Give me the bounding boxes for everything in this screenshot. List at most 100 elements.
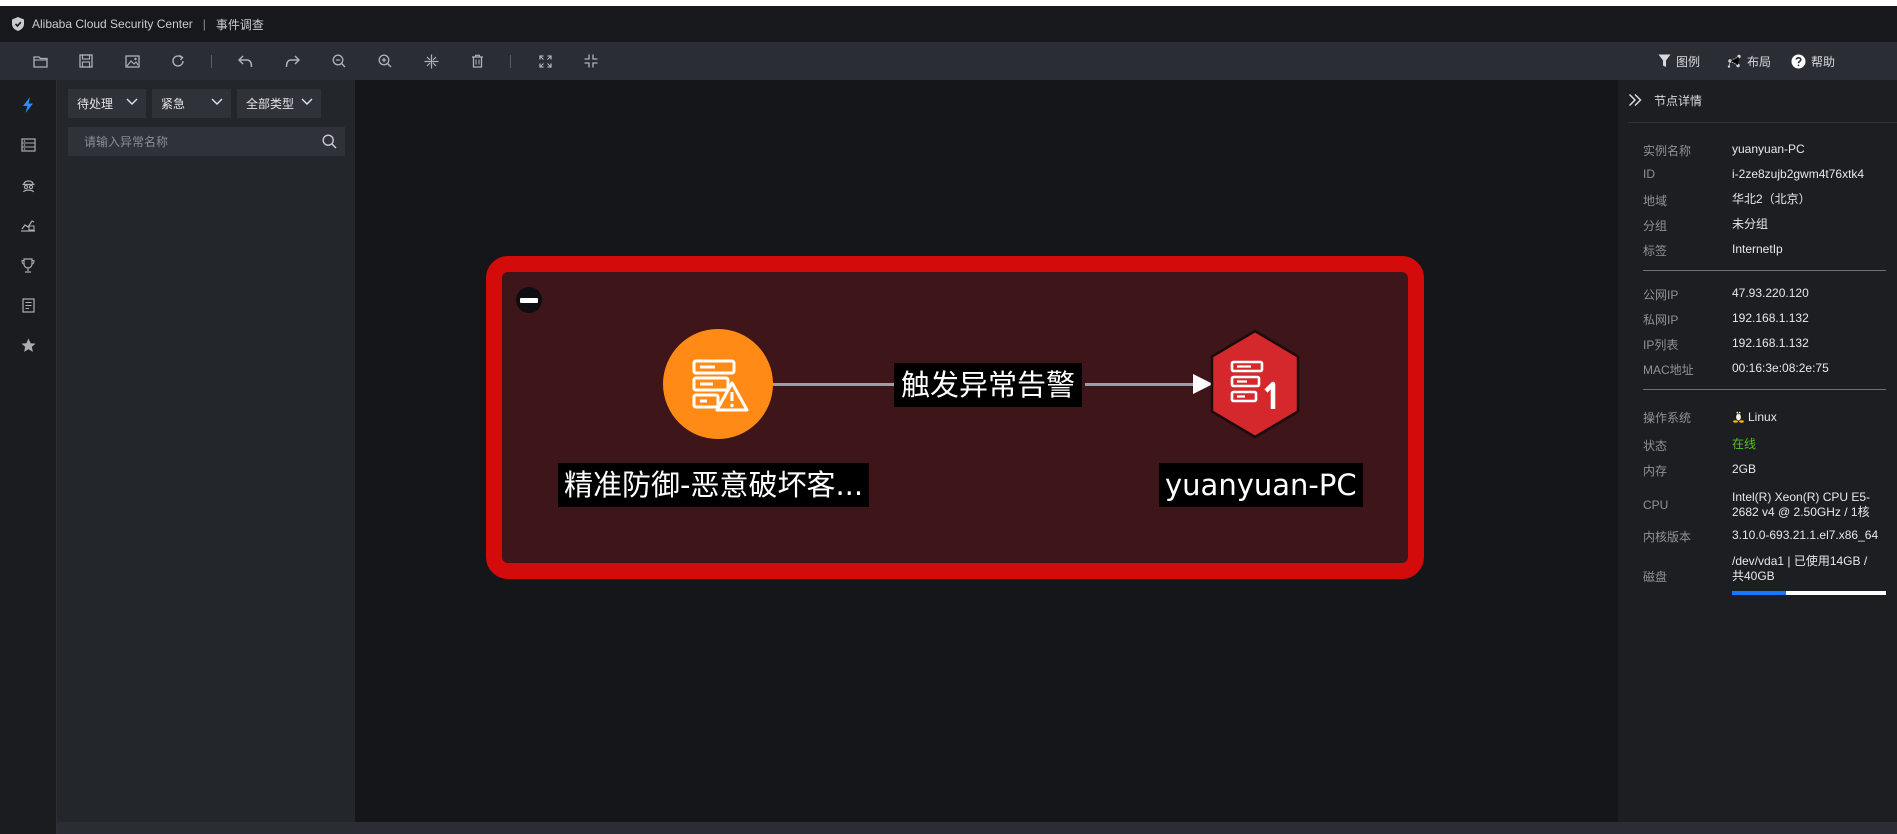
zoom-in-icon[interactable]: [371, 42, 399, 80]
detail-key: 地域: [1643, 194, 1668, 208]
detail-value: InternetIp: [1732, 242, 1783, 256]
detail-value: 3.10.0-693.21.1.el7.x86_64: [1732, 528, 1879, 542]
graph-toolbar: 图例 布局 帮助: [0, 42, 1897, 80]
server-alert-icon: [692, 359, 749, 412]
search-icon[interactable]: [322, 134, 337, 149]
detail-value: 00:16:3e:08:2e:75: [1732, 361, 1829, 375]
severity-dropdown[interactable]: 紧急: [152, 89, 231, 118]
folder-open-icon[interactable]: [26, 42, 54, 80]
chevron-down-icon: [126, 98, 138, 105]
left-nav-rail: [0, 80, 57, 834]
save-icon[interactable]: [72, 42, 100, 80]
detail-value: Intel(R) Xeon(R) CPU E5-2682 v4 @ 2.50GH…: [1732, 490, 1871, 519]
edge-line: [773, 383, 894, 386]
detail-header-divider: [1628, 122, 1897, 123]
detail-value: 192.168.1.132: [1732, 311, 1809, 325]
detail-key: CPU: [1643, 498, 1669, 512]
anomaly-search: [68, 127, 345, 156]
status-badge: 在线: [1732, 437, 1757, 451]
detail-section-divider: [1643, 389, 1886, 390]
attack-event-node[interactable]: [663, 329, 773, 439]
detail-key: MAC地址: [1643, 363, 1694, 377]
detail-value: Linux: [1732, 409, 1892, 425]
detail-value: /dev/vda1 | 已使用14GB / 共40GB: [1732, 554, 1868, 583]
chevron-down-icon: [211, 98, 223, 105]
title-bar: Alibaba Cloud Security Center | 事件调查: [0, 6, 1897, 42]
server-hexagon-icon: [1210, 329, 1300, 439]
detail-section-divider: [1643, 270, 1886, 271]
double-chevron-right-icon[interactable]: [1628, 93, 1642, 107]
detail-title: 节点详情: [1654, 93, 1703, 108]
help-icon: [1791, 54, 1806, 68]
edge-line: [1085, 383, 1195, 386]
anomaly-search-input[interactable]: [68, 134, 308, 149]
type-dropdown-value: 全部类型: [246, 97, 295, 111]
disk-usage-fill: [1732, 591, 1786, 595]
star-icon[interactable]: [14, 331, 42, 359]
detail-value: 47.93.220.120: [1732, 286, 1809, 300]
type-dropdown[interactable]: 全部类型: [237, 89, 321, 118]
collapse-group-button[interactable]: [513, 284, 545, 316]
host-node[interactable]: [1209, 329, 1301, 439]
detail-key: 公网IP: [1643, 288, 1679, 302]
layout-label: 布局: [1747, 54, 1772, 69]
page-title: 事件调查: [215, 17, 264, 32]
fullscreen-icon[interactable]: [531, 42, 559, 80]
report-icon[interactable]: [14, 291, 42, 319]
refresh-icon[interactable]: [164, 42, 192, 80]
undo-icon[interactable]: [231, 42, 259, 80]
detail-key: 私网IP: [1643, 313, 1679, 327]
detail-key: 状态: [1643, 439, 1668, 453]
title-separator: |: [202, 17, 206, 31]
image-export-icon[interactable]: [118, 42, 146, 80]
layout-graph-icon: [1727, 54, 1741, 68]
detail-value: 192.168.1.132: [1732, 336, 1809, 350]
edge-label[interactable]: 触发异常告警: [894, 363, 1083, 407]
delete-icon[interactable]: [463, 42, 491, 80]
minus-icon: [520, 297, 538, 303]
detail-value: yuanyuan-PC: [1732, 142, 1805, 156]
legend-button[interactable]: 图例: [1658, 42, 1700, 80]
hacker-icon[interactable]: [14, 171, 42, 199]
zoom-out-icon[interactable]: [325, 42, 353, 80]
detail-key: IP列表: [1643, 338, 1679, 352]
toolbar-divider: [211, 55, 212, 68]
fit-view-icon[interactable]: [417, 42, 445, 80]
detail-value: 未分组: [1732, 217, 1769, 231]
detail-value: 2GB: [1732, 462, 1757, 476]
detail-key: ID: [1643, 167, 1655, 181]
os-value: Linux: [1748, 410, 1777, 424]
window-top-strip: [0, 0, 1897, 6]
dashboard-icon[interactable]: [14, 211, 42, 239]
detail-value: i-2ze8zujb2gwm4t76xtk4: [1732, 167, 1865, 181]
chevron-down-icon: [301, 98, 313, 105]
event-group-box[interactable]: [486, 256, 1424, 579]
detail-key: 内核版本: [1643, 530, 1692, 544]
detail-key: 分组: [1643, 219, 1668, 233]
status-dropdown-value: 待处理: [77, 97, 114, 111]
layout-button[interactable]: 布局: [1727, 42, 1771, 80]
detail-key: 内存: [1643, 464, 1668, 478]
filter-panel: 待处理 紧急 全部类型: [57, 80, 355, 822]
exit-fullscreen-icon[interactable]: [577, 42, 605, 80]
detail-key: 实例名称: [1643, 144, 1692, 158]
server-list-icon[interactable]: [14, 131, 42, 159]
shield-icon: [12, 17, 24, 31]
severity-dropdown-value: 紧急: [161, 97, 186, 111]
lightning-icon[interactable]: [14, 91, 42, 119]
attack-node-label: 精准防御-恶意破坏客...: [558, 463, 870, 507]
help-button[interactable]: 帮助: [1791, 42, 1835, 80]
host-node-label: yuanyuan-PC: [1159, 463, 1363, 507]
detail-key: 操作系统: [1643, 411, 1692, 425]
redo-icon[interactable]: [278, 42, 306, 80]
node-detail-panel: 节点详情 实例名称 yuanyuan-PC ID i-2ze8zujb2gwm4…: [1618, 80, 1897, 822]
legend-label: 图例: [1676, 54, 1701, 69]
filter-icon: [1658, 54, 1671, 67]
detail-key: 标签: [1643, 244, 1668, 258]
trophy-icon[interactable]: [14, 251, 42, 279]
status-dropdown[interactable]: 待处理: [68, 89, 146, 118]
disk-usage-bar: [1732, 591, 1886, 595]
help-label: 帮助: [1811, 54, 1836, 69]
detail-value: 华北2（北京）: [1732, 192, 1811, 206]
horizontal-scrollbar[interactable]: [57, 822, 1897, 834]
